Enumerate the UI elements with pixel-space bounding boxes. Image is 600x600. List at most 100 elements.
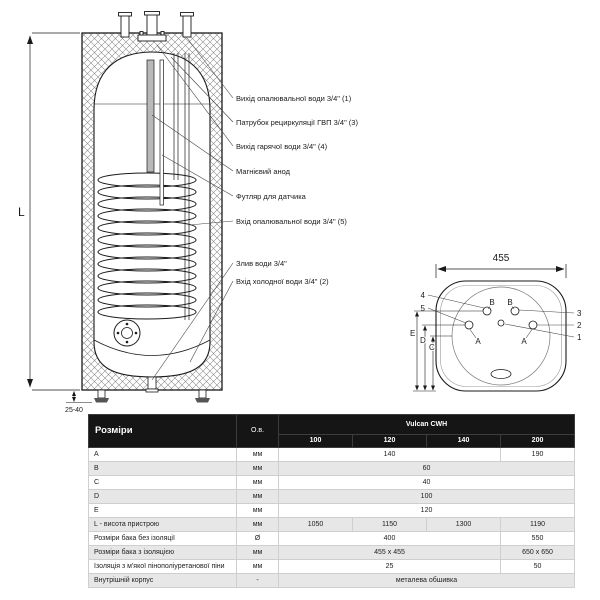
row-value: 400 — [278, 531, 501, 546]
row-label: Розміри бака без ізоляції — [88, 531, 237, 546]
row-value: 140 — [278, 447, 501, 462]
row-unit: мм — [236, 489, 279, 504]
row-label: C — [88, 475, 237, 490]
callout-heating-water-in: Вхід опалювальної води 3/4" (5) — [236, 217, 347, 226]
row-unit: мм — [236, 461, 279, 476]
callout-sensor-sleeve: Футляр для датчика — [236, 192, 307, 201]
table-row: A мм 140 190 — [88, 447, 576, 462]
callout-magnesium-anode: Магнієвий анод — [236, 167, 291, 176]
port-a-right-label: A — [521, 337, 527, 346]
left-foot-pad — [94, 398, 109, 403]
row-value: 60 — [277, 461, 576, 476]
top-fitting-right-cap — [180, 12, 194, 17]
table-row: Ізоляція з м'якої пінополіуретанової пін… — [88, 559, 576, 574]
connection-ports — [464, 306, 538, 330]
dim-C-label: C — [429, 343, 435, 352]
dim-E-label: E — [410, 329, 415, 338]
row-label: E — [88, 503, 237, 518]
row-value: 120 — [277, 503, 576, 518]
dimension-foot-label: 25-40 — [65, 407, 83, 414]
right-foot — [198, 389, 207, 399]
port-3-label: 3 — [577, 309, 582, 318]
row-value: 190 — [499, 447, 576, 462]
heating-coil — [97, 172, 197, 320]
port-1-label: 1 — [577, 333, 582, 342]
row-label: L - висота пристрою — [88, 517, 237, 532]
row-label: D — [88, 489, 237, 504]
table-title: Розміри — [88, 414, 237, 448]
row-value: 40 — [277, 475, 576, 490]
tank-dished-bottom — [93, 339, 211, 356]
callout-labels: Вихід опалювальної води 3/4" (1) Патрубо… — [236, 94, 358, 286]
row-label: Внутрішній корпус — [88, 573, 237, 588]
dimension-EDC-lines — [413, 310, 483, 392]
row-value: металева обшивка — [277, 573, 576, 588]
right-foot-pad — [195, 398, 210, 403]
sensor-sleeve — [159, 59, 164, 206]
row-value: 650 x 650 — [499, 545, 576, 560]
dim-D-label: D — [420, 336, 426, 345]
row-value: 25 — [278, 559, 501, 574]
dimension-L-label: L — [18, 205, 25, 219]
model-column-120: 120 — [352, 434, 427, 448]
callout-leader-lines — [151, 37, 234, 381]
table-row: C мм 40 — [88, 475, 576, 490]
row-label: A — [88, 447, 237, 462]
inspection-flange — [113, 319, 141, 347]
feet-and-drain — [94, 376, 210, 403]
table-row: E мм 120 — [88, 503, 576, 518]
top-flange — [137, 34, 167, 42]
heater-side-view: L 25-40 — [18, 11, 223, 414]
left-foot — [97, 389, 106, 399]
row-unit: Ø — [236, 531, 279, 546]
top-fitting-center-cap — [144, 11, 160, 16]
table-row: Внутрішній корпус - металева обшивка — [88, 573, 576, 588]
dimension-455-label: 455 — [493, 253, 510, 264]
row-value: 1050 — [278, 517, 353, 532]
flange-bolt-left — [139, 31, 144, 36]
table-row: B мм 60 — [88, 461, 576, 476]
row-unit: мм — [236, 475, 279, 490]
brand-header: Vulcan CWH — [277, 414, 576, 435]
port-a-left-label: A — [475, 337, 481, 346]
table-header-row-2: 100 120 140 200 — [89, 434, 576, 448]
callout-dhw-recirculation: Патрубок рециркуляції ГВП 3/4" (3) — [236, 118, 358, 127]
callout-hot-water-out: Вихід гарячої води 3/4" (4) — [236, 142, 328, 151]
row-unit: мм — [236, 517, 279, 532]
drain-fitting — [147, 376, 157, 390]
table-header-row-1: Розміри О.в. Vulcan CWH — [88, 414, 576, 448]
dimension-L-lines — [27, 32, 80, 391]
handhole-ellipse — [490, 369, 512, 379]
row-label: Розміри бака з ізоляцією — [88, 545, 237, 560]
unit-column-header: О.в. — [236, 414, 279, 448]
internal-pipes — [173, 53, 190, 320]
dimension-foot-lines — [66, 391, 92, 403]
port-4-label: 4 — [421, 291, 426, 300]
row-label: Ізоляція з м'якої пінополіуретанової пін… — [88, 559, 237, 574]
row-label: B — [88, 461, 237, 476]
row-value: 1150 — [352, 517, 427, 532]
top-fittings — [118, 11, 194, 42]
top-fitting-center-pipe — [146, 13, 158, 36]
row-value: 550 — [499, 531, 576, 546]
callout-heating-water-out: Вихід опалювальної води 3/4" (1) — [236, 94, 352, 103]
port-5-label: 5 — [421, 304, 426, 313]
row-value: 1300 — [426, 517, 501, 532]
port-b-right-label: B — [507, 298, 512, 307]
technical-diagram: L 25-40 Вихід опалювальної води 3/4" (1)… — [18, 11, 583, 414]
row-unit: - — [236, 573, 279, 588]
row-unit: мм — [236, 545, 279, 560]
table-row: D мм 100 — [88, 489, 576, 504]
row-value: 100 — [277, 489, 576, 504]
callout-water-drain: Злив води 3/4" — [236, 259, 287, 268]
heater-top-view: 455 4 5 3 2 1 — [409, 253, 583, 392]
table-row: Розміри бака без ізоляції Ø 400 550 — [88, 531, 576, 546]
port-b-left-label: B — [489, 298, 494, 307]
magnesium-anode — [146, 59, 155, 173]
top-fitting-right — [182, 14, 192, 38]
row-unit: мм — [236, 559, 279, 574]
port-number-labels: 4 5 3 2 1 B B A A — [420, 290, 583, 347]
flange-bolt-right — [160, 31, 165, 36]
row-unit: мм — [236, 503, 279, 518]
